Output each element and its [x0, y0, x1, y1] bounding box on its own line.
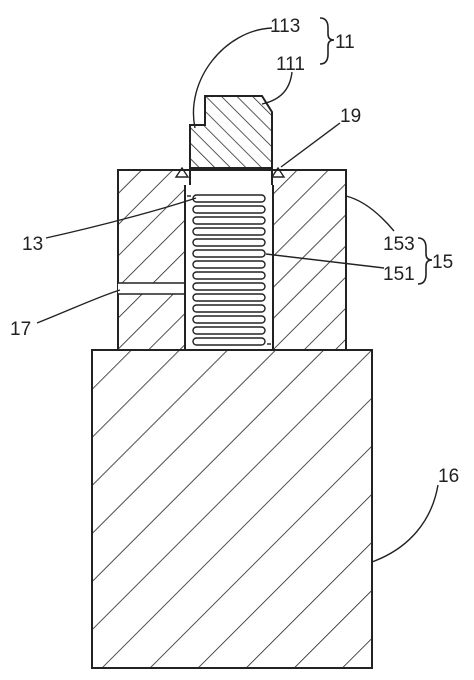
label-16: 16 [438, 466, 459, 487]
label-13: 13 [22, 234, 43, 255]
base-block [91, 349, 373, 669]
spring [187, 194, 271, 346]
label-113: 113 [270, 16, 300, 37]
leader-113 [192, 27, 273, 129]
leader-16 [371, 484, 439, 563]
label-151: 151 [383, 264, 415, 285]
seal-ring [174, 166, 286, 185]
label-153: 153 [383, 234, 415, 255]
leader-111 [261, 71, 293, 105]
brace-11 [319, 17, 335, 65]
pin-head [189, 95, 273, 169]
label-17: 17 [10, 319, 31, 340]
leader-153 [345, 195, 395, 232]
leader-17 [36, 289, 121, 324]
label-111: 111 [276, 54, 305, 75]
label-11: 11 [335, 32, 355, 53]
label-15: 15 [432, 252, 453, 273]
leader-lines [36, 27, 439, 563]
leader-13 [45, 197, 197, 239]
vent-channel [118, 282, 185, 295]
leader-151 [265, 253, 385, 269]
brace-15 [417, 237, 433, 285]
label-19: 19 [340, 106, 361, 127]
leader-19 [280, 122, 341, 168]
